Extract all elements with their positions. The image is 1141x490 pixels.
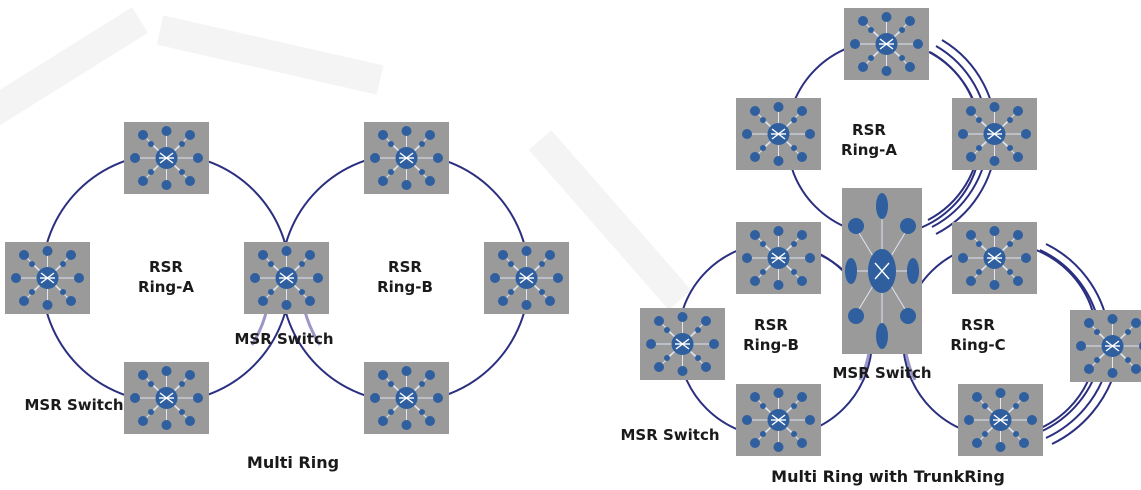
right-msr-switch-center-label: MSR Switch [832,364,931,382]
msr-switch-bottom-label: MSR Switch [24,396,123,414]
right-ring-a-label-line2: Ring-A [841,141,897,159]
right-ring-c-label-line2: Ring-C [950,336,1005,354]
right-ring-b-label-line2: Ring-B [743,336,799,354]
switch-node-icon [951,97,1038,171]
right-ring-a-label-line1: RSR [852,121,886,139]
left-labels: RSR Ring-A RSR Ring-B MSR Switch MSR Swi… [24,258,432,472]
switch-node-icon [363,361,450,435]
ring-a-label-line2: Ring-A [138,278,194,296]
switch-node-icon [483,241,570,315]
right-nodes [639,7,1141,457]
right-labels: RSR Ring-A RSR Ring-B RSR Ring-C MSR Swi… [620,121,1005,486]
switch-node-icon [4,241,91,315]
msr-switch-center-label: MSR Switch [234,330,333,348]
watermark [0,7,692,310]
right-msr-switch-left-label: MSR Switch [620,426,719,444]
left-caption: Multi Ring [247,453,339,472]
switch-node-icon [957,383,1044,457]
switch-node-icon [123,121,210,195]
large-switch-node-icon [841,187,923,355]
right-ring-c-label-line1: RSR [961,316,995,334]
switch-node-icon [639,307,726,381]
ring-b-label-line2: Ring-B [377,278,433,296]
switch-node-icon [243,241,330,315]
switch-node-icon [843,7,930,81]
ring-b-label-line1: RSR [388,258,422,276]
left-nodes [4,121,570,435]
right-caption: Multi Ring with TrunkRing [771,467,1005,486]
switch-node-icon [123,361,210,435]
switch-node-icon [735,97,822,171]
ring-a-label-line1: RSR [149,258,183,276]
switch-node-icon [735,383,822,457]
switch-node-icon [951,221,1038,295]
switch-node-icon [735,221,822,295]
right-ring-b-label-line1: RSR [754,316,788,334]
switch-node-icon [1069,309,1141,383]
switch-node-icon [363,121,450,195]
